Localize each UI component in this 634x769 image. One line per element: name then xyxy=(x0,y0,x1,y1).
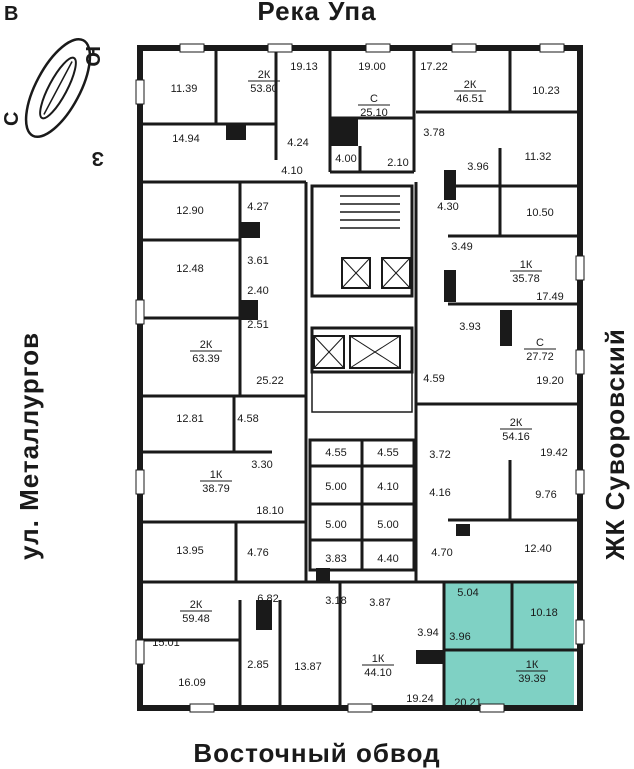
room-area-a9-2: 4.16 xyxy=(429,487,450,499)
apartment-area-a7: 27.72 xyxy=(526,351,554,363)
storage-area-4: 5.00 xyxy=(325,519,346,531)
room-area-a3-4: 11.32 xyxy=(525,151,552,163)
room-area-a1-2: 14.94 xyxy=(172,133,200,145)
room-area-a1-1: 19.13 xyxy=(290,61,318,73)
room-area-a9-5: 12.40 xyxy=(524,543,552,555)
apartment-area-a11: 44.10 xyxy=(364,667,392,679)
room-area-a6-1: 10.50 xyxy=(526,207,554,219)
compass-north: С xyxy=(1,112,23,126)
apartment-area-a12: 39.39 xyxy=(518,673,546,685)
apartment-type-a12: 1К xyxy=(526,659,539,671)
room-area-a10-3: 15.01 xyxy=(152,637,180,649)
apartment-area-a1: 53.80 xyxy=(250,83,278,95)
room-area-a11-3: 3.94 xyxy=(417,627,438,639)
apartment-area-a2: 25.10 xyxy=(360,107,388,119)
room-area-a3-3: 3.96 xyxy=(467,161,488,173)
room-area-a7-2: 19.20 xyxy=(536,375,564,387)
room-area-a11-2: 13.87 xyxy=(294,661,322,673)
apartment-area-a8: 38.79 xyxy=(202,483,230,495)
apartment-area-a9: 54.16 xyxy=(502,431,530,443)
compass-south: Ю xyxy=(81,46,103,67)
apartment-area-a10: 59.48 xyxy=(182,613,210,625)
apartment-area-a5: 63.39 xyxy=(192,353,220,365)
room-area-a4-0: 12.90 xyxy=(176,205,204,217)
apartment-type-a5: 2К xyxy=(200,339,213,351)
room-area-a4-5: 2.51 xyxy=(247,319,268,331)
room-area-a8-0: 12.81 xyxy=(176,413,204,425)
highlighted-apartment[interactable] xyxy=(444,582,574,706)
apartment-type-a8: 1К xyxy=(210,469,223,481)
room-area-a10-4: 16.09 xyxy=(178,677,206,689)
storage-area-1: 4.55 xyxy=(377,447,398,459)
room-area-a6-3: 17.49 xyxy=(536,291,564,303)
room-area-a6-2: 3.49 xyxy=(451,241,472,253)
room-area-a8-3: 18.10 xyxy=(256,505,284,517)
room-area-a2-1: 4.00 xyxy=(335,153,356,165)
apartment-area-a3: 46.51 xyxy=(456,93,484,105)
room-area-a11-4: 19.24 xyxy=(406,693,434,705)
room-area-a12-0: 5.04 xyxy=(457,587,478,599)
apartment-type-a1: 2К xyxy=(258,69,271,81)
apartment-type-a7: С xyxy=(536,337,544,349)
room-area-a5-0: 25.22 xyxy=(256,375,284,387)
room-area-a10-5: 2.85 xyxy=(247,659,268,671)
compass-west: З xyxy=(91,147,104,169)
room-area-a6-0: 4.30 xyxy=(437,201,458,213)
room-area-a3-0: 17.22 xyxy=(420,61,448,73)
room-area-a2-2: 2.10 xyxy=(387,157,408,169)
apartment-type-a3: 2К xyxy=(464,79,477,91)
room-area-a1-4: 4.10 xyxy=(281,165,302,177)
apartment-type-a6: 1К xyxy=(520,259,533,271)
room-area-a12-3: 20.21 xyxy=(454,697,482,709)
room-area-a4-3: 3.61 xyxy=(247,255,268,267)
room-area-a4-2: 12.48 xyxy=(176,263,204,275)
storage-area-2: 5.00 xyxy=(325,481,346,493)
storage-area-6: 3.83 xyxy=(325,553,346,565)
room-area-a8-2: 3.30 xyxy=(251,459,272,471)
storage-area-7: 4.40 xyxy=(377,553,398,565)
room-area-a9-0: 3.72 xyxy=(429,449,450,461)
apartment-type-a10: 2К xyxy=(190,599,203,611)
room-area-a11-0: 3.18 xyxy=(325,595,346,607)
room-area-a1-3: 4.24 xyxy=(287,137,308,149)
apartment-type-a2: С xyxy=(370,93,378,105)
room-area-a8-1: 4.58 xyxy=(237,413,258,425)
apartment-type-a11: 1К xyxy=(372,653,385,665)
apartment-type-a9: 2К xyxy=(510,417,523,429)
room-area-a9-1: 19.42 xyxy=(540,447,568,459)
room-area-a11-1: 3.87 xyxy=(369,597,390,609)
compass-icon: В Ю С З xyxy=(1,3,104,169)
room-area-a9-3: 9.76 xyxy=(535,489,556,501)
room-area-a10-2: 6.82 xyxy=(257,593,278,605)
room-area-a12-2: 3.96 xyxy=(449,631,470,643)
room-area-a7-1: 4.59 xyxy=(423,373,444,385)
street-label-top: Река Упа xyxy=(257,0,377,26)
street-label-bottom: Восточный обвод xyxy=(193,738,441,768)
storage-area-3: 4.10 xyxy=(377,481,398,493)
room-area-a12-1: 10.18 xyxy=(530,607,558,619)
room-area-a4-1: 4.27 xyxy=(247,201,268,213)
room-area-a7-0: 3.93 xyxy=(459,321,480,333)
storage-area-5: 5.00 xyxy=(377,519,398,531)
room-area-a10-0: 13.95 xyxy=(176,545,204,557)
storage-area-0: 4.55 xyxy=(325,447,346,459)
room-area-a3-1: 10.23 xyxy=(532,85,560,97)
room-area-a3-2: 3.78 xyxy=(423,127,444,139)
apartment-area-a6: 35.78 xyxy=(512,273,540,285)
compass-east: В xyxy=(4,3,18,25)
room-area-a9-4: 4.70 xyxy=(431,547,452,559)
room-area-a4-4: 2.40 xyxy=(247,285,268,297)
room-area-a10-1: 4.76 xyxy=(247,547,268,559)
room-area-a2-0: 19.00 xyxy=(358,61,386,73)
room-area-a1-0: 11.39 xyxy=(171,83,198,95)
